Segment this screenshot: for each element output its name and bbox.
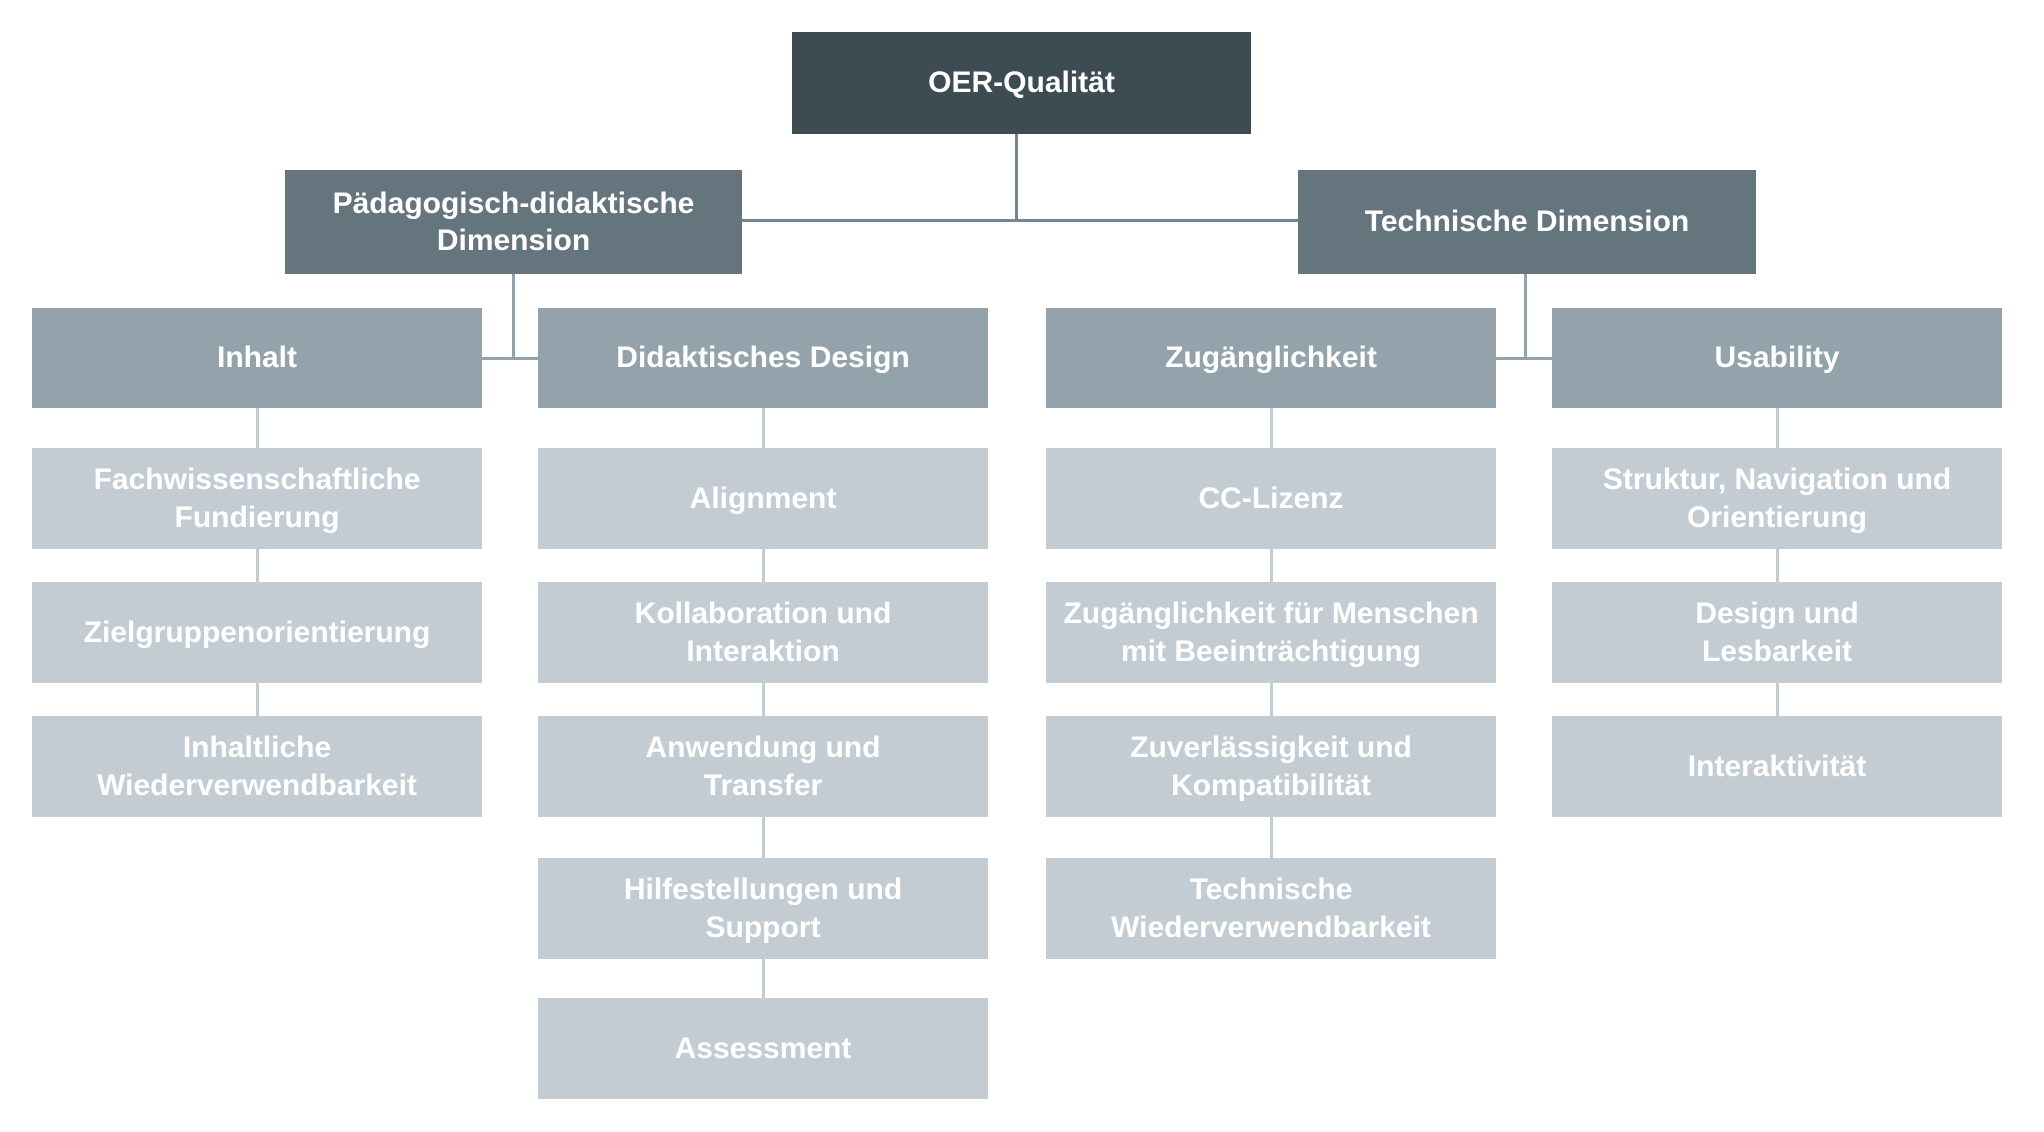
connector-col2-seg4 [762,817,765,858]
connector-col1-seg2 [256,549,259,582]
connector-col1-seg1 [256,408,259,448]
connector-technical-stub [1496,357,1552,360]
connector-col3-seg2 [1270,549,1273,582]
connector-col2-seg2 [762,549,765,582]
connector-root-horizontal [742,219,1298,222]
category-header-zugaenglichkeit: Zugänglichkeit [1046,308,1496,408]
connector-col4-seg3 [1776,683,1779,716]
item-box: Design und Lesbarkeit [1552,582,2002,683]
connector-col1-seg3 [256,683,259,716]
item-box: Zuverlässigkeit und Kompatibilität [1046,716,1496,817]
item-box: Anwendung und Transfer [538,716,988,817]
item-box: Assessment [538,998,988,1099]
connector-col2-seg1 [762,408,765,448]
connector-root-vertical [1015,134,1018,220]
connector-col3-seg4 [1270,817,1273,858]
connector-col4-seg2 [1776,549,1779,582]
item-box: Interaktivität [1552,716,2002,817]
connector-col2-seg5 [762,959,765,998]
root-box-oer-qualitaet: OER-Qualität [792,32,1251,134]
dimension-box-technisch: Technische Dimension [1298,170,1756,274]
connector-col3-seg1 [1270,408,1273,448]
category-header-usability: Usability [1552,308,2002,408]
connector-pedagogical-stub [482,357,538,360]
dimension-box-paedagogisch-didaktisch: Pädagogisch-didaktische Dimension [285,170,742,274]
item-box: Alignment [538,448,988,549]
item-box: Technische Wiederverwendbarkeit [1046,858,1496,959]
item-box: Fachwissenschaftliche Fundierung [32,448,482,549]
item-box: Kollaboration und Interaktion [538,582,988,683]
connector-col3-seg3 [1270,683,1273,716]
connector-col2-seg3 [762,683,765,716]
category-header-didaktisches-design: Didaktisches Design [538,308,988,408]
item-box: Struktur, Navigation und Orientierung [1552,448,2002,549]
item-box: Zugänglichkeit für Menschen mit Beeinträ… [1046,582,1496,683]
connector-technical-vertical [1524,274,1527,360]
category-header-inhalt: Inhalt [32,308,482,408]
connector-col4-seg1 [1776,408,1779,448]
connector-pedagogical-vertical [512,274,515,360]
item-box: Inhaltliche Wiederverwendbarkeit [32,716,482,817]
item-box: Hilfestellungen und Support [538,858,988,959]
item-box: Zielgruppenorientierung [32,582,482,683]
item-box: CC-Lizenz [1046,448,1496,549]
